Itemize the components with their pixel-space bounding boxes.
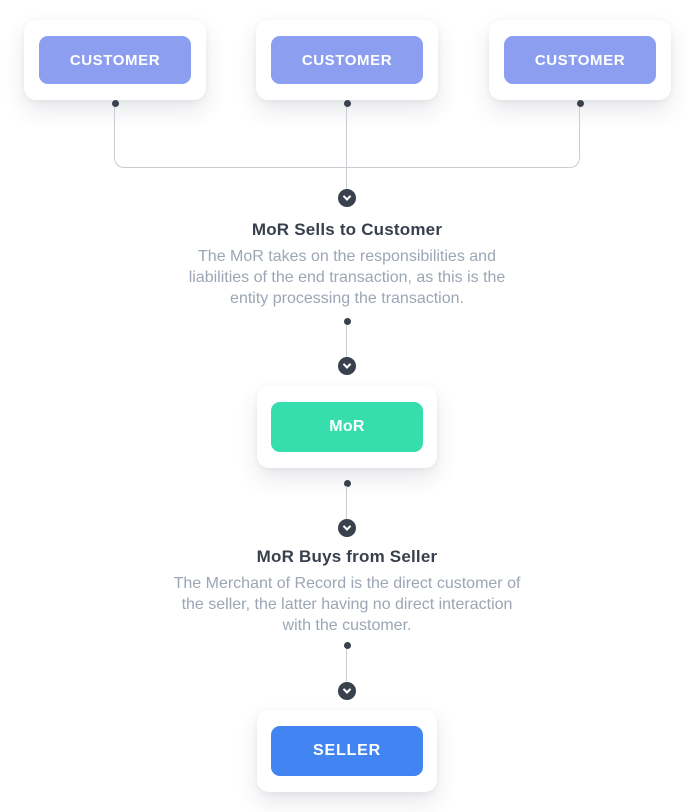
connector-dot bbox=[112, 100, 119, 107]
step-description-line: The MoR takes on the responsibilities an… bbox=[198, 248, 496, 265]
step-description-line: liabilities of the end transaction, as t… bbox=[188, 269, 506, 286]
chevron-down-icon bbox=[338, 357, 356, 375]
step-title-sells: MoR Sells to Customer bbox=[251, 220, 443, 239]
connector-dot bbox=[344, 480, 351, 487]
connector-dot bbox=[344, 642, 351, 649]
chevron-down-icon bbox=[338, 519, 356, 537]
step-description-line: the seller, the latter having no direct … bbox=[181, 596, 513, 613]
chevron-down-icon bbox=[338, 682, 356, 700]
mor-node: MoR bbox=[257, 386, 437, 468]
customer-node-3-label: CUSTOMER bbox=[504, 36, 656, 84]
chevron-down-icon bbox=[338, 189, 356, 207]
customer-node-2: CUSTOMER bbox=[256, 20, 438, 100]
chevron-glyph bbox=[342, 685, 352, 694]
step-description-line: The Merchant of Record is the direct cus… bbox=[173, 575, 521, 592]
step-description-buys: The Merchant of Record is the direct cus… bbox=[27, 573, 667, 636]
connector-merge-line bbox=[114, 107, 580, 168]
customer-node-1-label: CUSTOMER bbox=[39, 36, 191, 84]
chevron-glyph bbox=[342, 192, 352, 201]
step-description-line: entity processing the transaction. bbox=[230, 290, 464, 307]
customer-node-3: CUSTOMER bbox=[489, 20, 671, 100]
connector-line bbox=[346, 649, 347, 683]
chevron-glyph bbox=[342, 522, 352, 531]
connector-line bbox=[346, 486, 347, 520]
customer-node-2-label: CUSTOMER bbox=[271, 36, 423, 84]
seller-node: SELLER bbox=[257, 710, 437, 792]
mor-node-label: MoR bbox=[271, 402, 423, 452]
connector-dot bbox=[344, 318, 351, 325]
step-description-sells: The MoR takes on the responsibilities an… bbox=[27, 246, 667, 309]
seller-node-label: SELLER bbox=[271, 726, 423, 776]
connector-dot bbox=[344, 100, 351, 107]
connector-line bbox=[346, 325, 347, 358]
connector-dot bbox=[577, 100, 584, 107]
customer-node-1: CUSTOMER bbox=[24, 20, 206, 100]
step-description-line: with the customer. bbox=[282, 617, 412, 634]
connector-line bbox=[346, 107, 347, 190]
step-title-buys: MoR Buys from Seller bbox=[256, 547, 438, 566]
chevron-glyph bbox=[342, 360, 352, 369]
